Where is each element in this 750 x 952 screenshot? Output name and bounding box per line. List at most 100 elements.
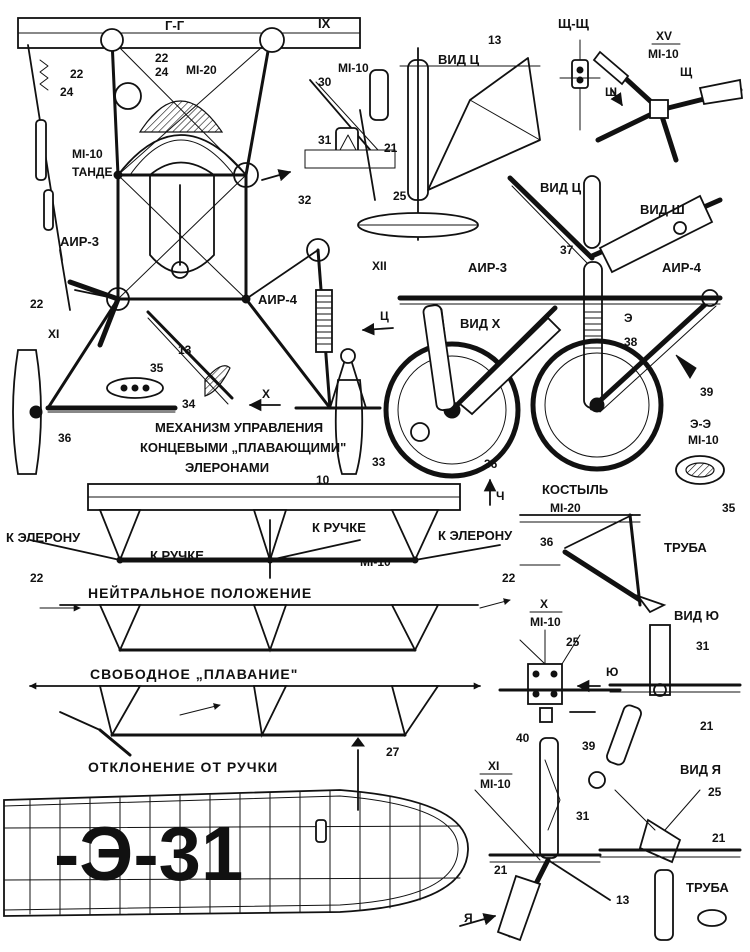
- label-truba-1: ТРУБА: [664, 540, 707, 555]
- label-k-eleronu-right: К ЭЛЕРОНУ: [438, 528, 513, 543]
- label-neutral: НЕЙТРАЛЬНОЕ ПОЛОЖЕНИЕ: [88, 584, 312, 601]
- tail-skid-assembly: [507, 175, 723, 413]
- wing-panel: -Э-31: [3, 737, 469, 917]
- truba-detail: [519, 513, 667, 614]
- label-25-x: 25: [566, 635, 580, 649]
- label-air3-left: АИР-3: [60, 234, 99, 249]
- wheel-tire-right: [530, 338, 664, 472]
- label-mn10-mid: МI-10: [338, 61, 369, 75]
- label-31-yu: 31: [696, 639, 710, 653]
- fitting-detail-right: [259, 27, 285, 53]
- label-36-truba: 36: [540, 535, 554, 549]
- label-22a: 22: [70, 67, 84, 81]
- label-mn10-xv: МI-10: [648, 47, 679, 61]
- label-37: 37: [560, 243, 574, 257]
- cabane-strut-right: [244, 38, 272, 177]
- label-10: 10: [316, 473, 330, 487]
- label-21-yu: 21: [700, 719, 714, 733]
- label-section-xi-left: XI: [48, 327, 59, 341]
- label-air3-right: АИР-3: [468, 260, 507, 275]
- label-air4-left: АИР-4: [258, 292, 298, 307]
- label-k-ruchke-center: К РУЧКЕ: [312, 520, 366, 535]
- label-39-low: 39: [582, 739, 596, 753]
- label-36-mid: 36: [484, 457, 498, 471]
- section-xi-lower: [474, 737, 611, 942]
- label-21-low: 21: [494, 863, 508, 877]
- label-24b: 24: [155, 65, 169, 79]
- label-tande: ТАНДЕ: [72, 165, 112, 179]
- cabane-strut-left: [110, 38, 120, 177]
- label-deflection: ОТКЛОНЕНИЕ ОТ РУЧКИ: [88, 759, 278, 775]
- label-x-arrow: X: [262, 387, 270, 401]
- front-view-assembly: [12, 17, 382, 475]
- label-31-low: 31: [576, 809, 590, 823]
- label-25-mid: 25: [393, 189, 407, 203]
- label-13-low: 13: [616, 893, 630, 907]
- label-mn10-ee: МI-10: [688, 433, 719, 447]
- label-vid-ts2: ВИД Ц: [540, 180, 582, 195]
- shock-absorber: [315, 289, 333, 353]
- label-k-eleronu-left: К ЭЛЕРОНУ: [6, 530, 81, 545]
- label-kostyl: КОСТЫЛЬ: [542, 482, 608, 497]
- label-38: 38: [624, 335, 638, 349]
- label-e: Э: [624, 311, 633, 325]
- label-32: 32: [298, 193, 312, 207]
- label-vid-yu: ВИД Ю: [674, 608, 719, 623]
- label-free-float: СВОБОДНОЕ „ПЛАВАНИЕ": [90, 666, 298, 682]
- view-ts-detail: [304, 47, 541, 241]
- label-21-ya: 21: [712, 831, 726, 845]
- label-ch-arrow: Ч: [496, 489, 504, 503]
- label-section-ee: Э-Э: [690, 417, 712, 431]
- view-x-wheels: [383, 304, 664, 479]
- label-25-ya: 25: [708, 785, 722, 799]
- label-mn10-x: МI-10: [530, 615, 561, 629]
- label-22-mech-r: 22: [502, 571, 516, 585]
- label-34: 34: [182, 397, 196, 411]
- label-vid-sh: ВИД Ш: [640, 202, 685, 217]
- strut-fairing: [583, 175, 601, 249]
- label-section-ix: IX: [318, 16, 331, 31]
- label-section-x: X: [540, 597, 548, 611]
- seat-panel: [149, 161, 215, 274]
- label-vid-x: ВИД X: [460, 316, 501, 331]
- gear-strut-rear: [244, 297, 332, 410]
- label-mn10-mech: МI-10: [360, 555, 391, 569]
- view-yu-detail: [606, 624, 742, 766]
- label-27: 27: [386, 745, 400, 759]
- registration-number: -Э-31: [54, 812, 243, 897]
- label-sh-a: Щ: [680, 65, 693, 79]
- gear-strut-front: [46, 297, 120, 410]
- label-35-right: 35: [722, 501, 736, 515]
- label-vid-ts: ВИД Ц: [438, 52, 480, 67]
- label-ya-arrow: Я: [464, 911, 473, 925]
- label-30: 30: [318, 75, 332, 89]
- label-22c: 22: [30, 297, 44, 311]
- label-k-ruchke-left: К РУЧКЕ: [150, 548, 204, 563]
- label-mn10-xi: МI-10: [480, 777, 511, 791]
- fuselage-frame: [116, 173, 248, 301]
- label-13-top: 13: [488, 33, 502, 47]
- label-39: 39: [700, 385, 714, 399]
- label-section-xv: XV: [656, 29, 672, 43]
- label-section-shsh: Щ-Щ: [558, 16, 590, 31]
- section-shsh-detail: [559, 39, 601, 131]
- label-22b: 22: [155, 51, 169, 65]
- section-ee-fitting: [675, 455, 725, 485]
- aileron-mechanism: [29, 483, 511, 757]
- label-40: 40: [516, 731, 530, 745]
- drawing-labels: Г-Г IX 22 22 24 24 МI-20 МI-10 ТАНДЕ АИР…: [6, 16, 736, 925]
- turtle-deck: [117, 134, 247, 176]
- left-wheel-edge: [12, 349, 42, 475]
- label-yu-arrow: Ю: [606, 665, 618, 679]
- label-mi20-top: МI-20: [186, 63, 217, 77]
- label-22-mech-l: 22: [30, 571, 44, 585]
- label-31-mid: 31: [318, 133, 332, 147]
- view-ya-detail: [598, 789, 742, 941]
- label-21-mid: 21: [384, 141, 398, 155]
- label-section-gg: Г-Г: [165, 18, 185, 33]
- label-mi20-truba: МI-20: [550, 501, 581, 515]
- mech-title-line3: ЭЛЕРОНАМИ: [185, 460, 269, 475]
- label-33: 33: [372, 455, 386, 469]
- label-mn10-left: МI-10: [72, 147, 103, 161]
- label-35: 35: [150, 361, 164, 375]
